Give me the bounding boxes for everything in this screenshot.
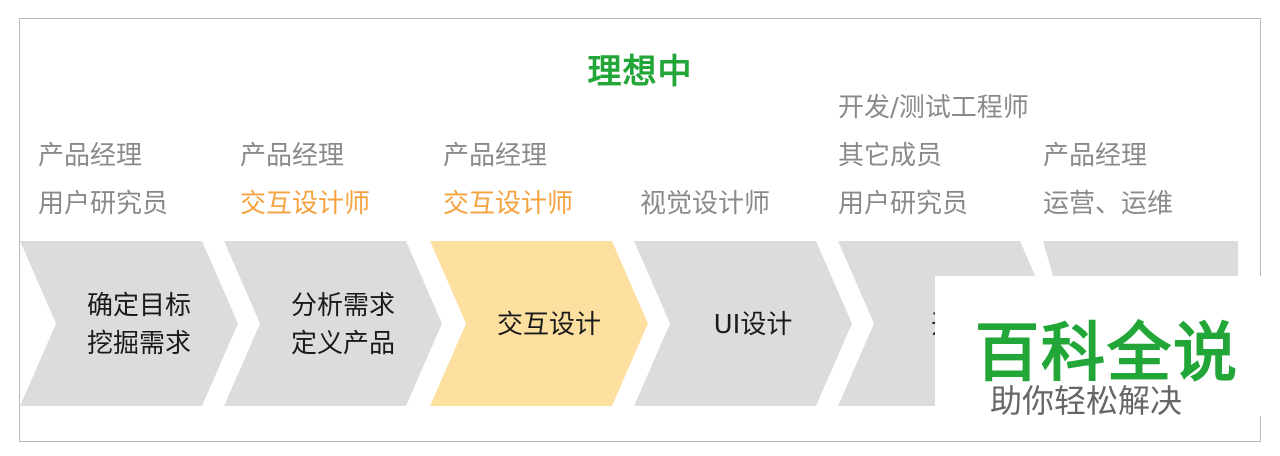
role-label: 运营、运维 (1043, 189, 1174, 219)
process-step-chevron (634, 241, 852, 406)
role-label: 产品经理 (443, 141, 548, 171)
role-label: 交互设计师 (240, 189, 371, 219)
watermark-logo-text: 百科全说 (975, 317, 1239, 391)
role-label: 产品经理 (1043, 141, 1148, 171)
watermark-slogan: 助你轻松解决 (990, 382, 1183, 420)
diagram-title: 理想中 (587, 52, 693, 92)
process-step-chevron (430, 241, 648, 406)
role-label: 产品经理 (240, 141, 345, 171)
role-label: 交互设计师 (443, 189, 574, 219)
role-label: 产品经理 (38, 141, 143, 171)
process-step-chevron (20, 241, 238, 406)
process-step-label: 确定目标 挖掘需求 (86, 290, 191, 359)
role-label: 用户研究员 (838, 189, 969, 219)
role-label: 其它成员 (838, 141, 943, 171)
process-step-label: 交互设计 (496, 309, 601, 340)
process-step-label: 分析需求 定义产品 (290, 290, 395, 359)
watermark-background (935, 276, 1265, 416)
role-label: 用户研究员 (38, 189, 169, 219)
process-step-label: UI设计 (713, 309, 793, 340)
role-label: 开发/测试工程师 (838, 93, 1029, 123)
process-step-chevron (1043, 241, 1238, 276)
role-label: 视觉设计师 (640, 189, 771, 219)
process-step-chevron (224, 241, 442, 406)
